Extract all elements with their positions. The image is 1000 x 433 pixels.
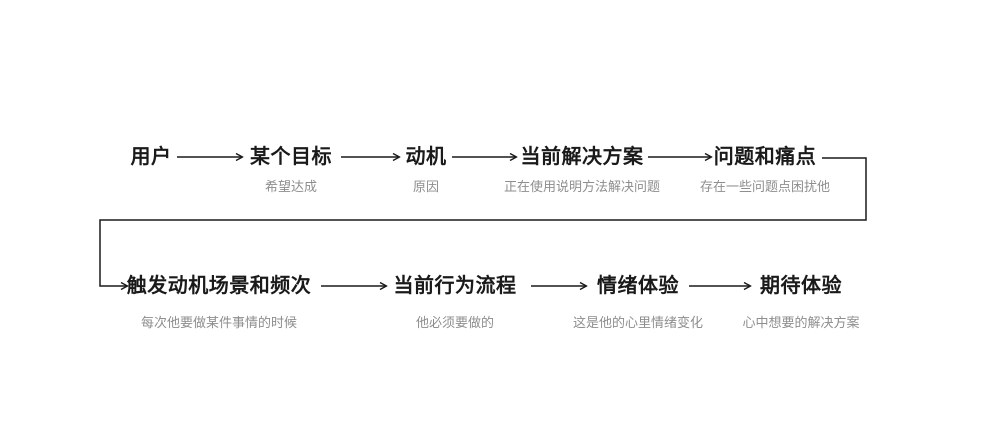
step-goal: 某个目标 希望达成 (250, 145, 332, 194)
step-motivation-label: 动机 (405, 146, 447, 168)
step-expected-experience-label: 期待体验 (759, 275, 842, 297)
step-emotional-experience: 情绪体验 这是他的心里情绪变化 (573, 274, 703, 330)
step-expected-experience-sublabel: 心中想要的解决方案 (742, 315, 860, 330)
step-trigger-scene: 触发动机场景和频次 每次他要做某件事情的时候 (127, 274, 312, 330)
step-goal-label: 某个目标 (250, 146, 332, 168)
step-trigger-scene-sublabel: 每次他要做某件事情的时候 (140, 315, 297, 330)
step-pain-points-label: 问题和痛点 (713, 146, 817, 168)
step-goal-sublabel: 希望达成 (264, 179, 317, 194)
step-motivation: 动机 原因 (406, 145, 447, 194)
step-behavior-process: 当前行为流程 他必须要做的 (394, 274, 517, 330)
step-motivation-sublabel: 原因 (412, 179, 439, 194)
step-current-solution-label: 当前解决方案 (520, 146, 644, 168)
step-current-solution-sublabel: 正在使用说明方法解决问题 (503, 179, 661, 194)
step-behavior-process-label: 当前行为流程 (393, 275, 517, 297)
step-user-label: 用户 (130, 146, 172, 168)
step-pain-points: 问题和痛点 存在一些问题点困扰他 (700, 145, 830, 194)
step-pain-points-sublabel: 存在一些问题点困扰他 (699, 179, 831, 194)
step-trigger-scene-label: 触发动机场景和频次 (126, 275, 312, 297)
arrow-painpoint-to-trigger-wrap (99, 157, 867, 286)
step-user: 用户 (131, 145, 172, 169)
step-behavior-process-sublabel: 他必须要做的 (415, 315, 494, 330)
step-expected-experience: 期待体验 心中想要的解决方案 (742, 274, 859, 330)
step-emotional-experience-label: 情绪体验 (596, 275, 679, 297)
step-emotional-experience-sublabel: 这是他的心里情绪变化 (572, 315, 704, 330)
step-current-solution: 当前解决方案 正在使用说明方法解决问题 (504, 145, 660, 194)
